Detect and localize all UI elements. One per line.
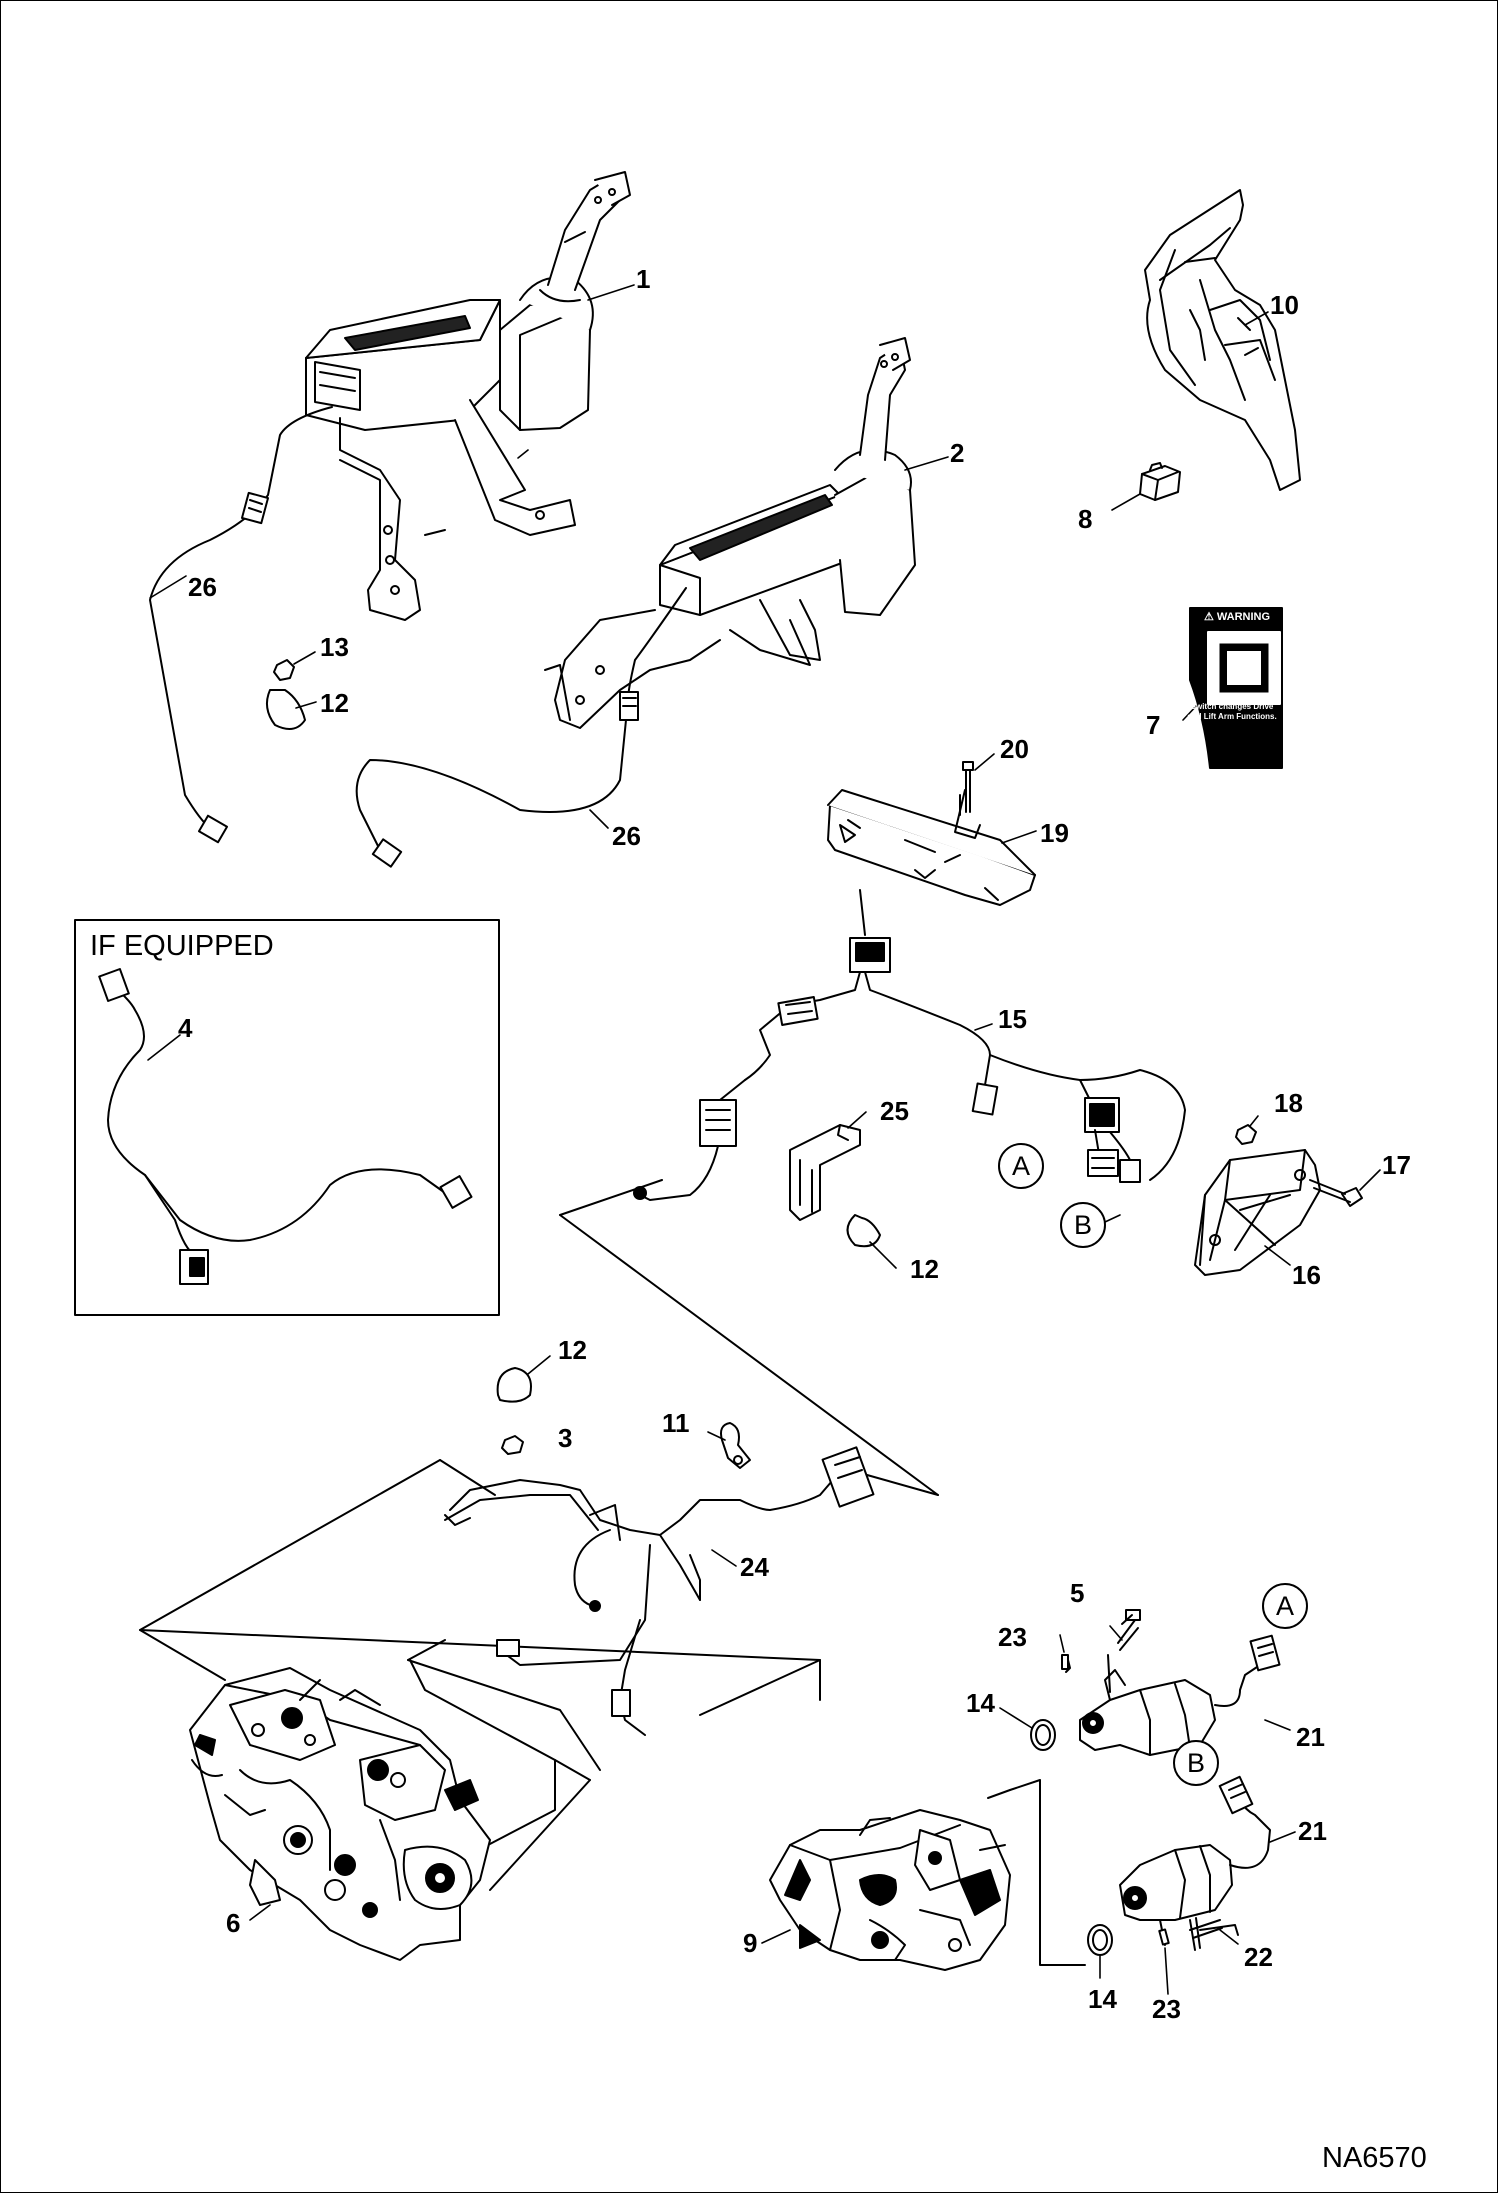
solenoid-21-b: [1119, 1775, 1271, 1951]
decal-text: Switch changes Drive and Lift Arm Functi…: [1187, 702, 1277, 721]
callout-10: 10: [1270, 290, 1299, 320]
pump-6: [189, 1667, 491, 1961]
callout-6: 6: [226, 1908, 241, 1938]
callout-24: 24: [740, 1552, 769, 1582]
valve-9: [769, 1809, 1011, 1971]
valve-leader: [987, 1779, 1086, 1966]
bracket-25: [789, 1124, 861, 1221]
callout-17: 17: [1382, 1150, 1411, 1180]
hardware-13-12: [265, 659, 306, 730]
callout-12b: 12: [910, 1254, 939, 1284]
callout-16: 16: [1292, 1260, 1321, 1290]
bolt-5: [1121, 1614, 1133, 1625]
callout-26a: 26: [188, 572, 217, 602]
hardware-12-3: [496, 1367, 532, 1455]
callout-18: 18: [1274, 1088, 1303, 1118]
right-joystick-assembly: [544, 337, 916, 729]
solenoid-21-a: [1065, 1609, 1281, 1756]
callout-26b: 26: [612, 821, 641, 851]
clamp-11: [720, 1422, 751, 1469]
callout-5: 5: [1070, 1578, 1085, 1608]
callout-7: 7: [1146, 710, 1161, 740]
callout-11: 11: [662, 1408, 690, 1438]
callout-14b: 14: [1088, 1984, 1117, 2014]
callout-8: 8: [1078, 504, 1093, 534]
callout-21b: 21: [1298, 1816, 1327, 1846]
bolt-20: [962, 761, 974, 813]
harness-15: [633, 889, 1186, 1201]
warning-decal-7: [1189, 607, 1283, 769]
callout-22: 22: [1244, 1942, 1273, 1972]
callout-12a: 12: [320, 688, 349, 718]
callout-9: 9: [743, 1928, 758, 1958]
connector-a-solenoid: A: [1262, 1583, 1308, 1629]
callout-20: 20: [1000, 734, 1029, 764]
inset-title: IF EQUIPPED: [90, 930, 274, 962]
callout-1: 1: [636, 264, 651, 294]
clip-12-mid: [846, 1214, 881, 1248]
controller-19: [827, 789, 1036, 906]
callout-4: 4: [178, 1013, 193, 1043]
harness-26-left: [149, 406, 333, 844]
connector-b-solenoid: B: [1173, 1740, 1219, 1786]
left-joystick-assembly: [305, 171, 631, 621]
connector-a-harness: A: [998, 1143, 1044, 1189]
callout-3: 3: [558, 1423, 573, 1453]
callout-25: 25: [880, 1096, 909, 1126]
orings-14: [1030, 1719, 1113, 1956]
panel-10: [1144, 189, 1301, 491]
callout-2: 2: [950, 438, 965, 468]
callout-15: 15: [998, 1004, 1027, 1034]
connector-b-harness: B: [1060, 1202, 1106, 1248]
callout-19: 19: [1040, 818, 1069, 848]
callout-13: 13: [320, 632, 349, 662]
bracket-16: [1194, 1149, 1321, 1276]
inset-box: [74, 919, 500, 1316]
callout-12c: 12: [558, 1335, 587, 1365]
callout-23a: 23: [998, 1622, 1027, 1652]
nut-18: [1235, 1124, 1257, 1145]
pin-22: [1189, 1919, 1223, 1939]
callout-23b: 23: [1152, 1994, 1181, 2024]
bolt-17: [1309, 1179, 1363, 1207]
pins-23: [1061, 1654, 1170, 1946]
harness-24: [444, 1446, 875, 1736]
callout-14a: 14: [966, 1688, 995, 1718]
decal-header: ⚠ WARNING: [1203, 611, 1271, 623]
switch-8: [1139, 462, 1181, 501]
harness-26-right: [355, 587, 687, 868]
figure-id: NA6570: [1322, 2142, 1427, 2174]
callout-21a: 21: [1296, 1722, 1325, 1752]
